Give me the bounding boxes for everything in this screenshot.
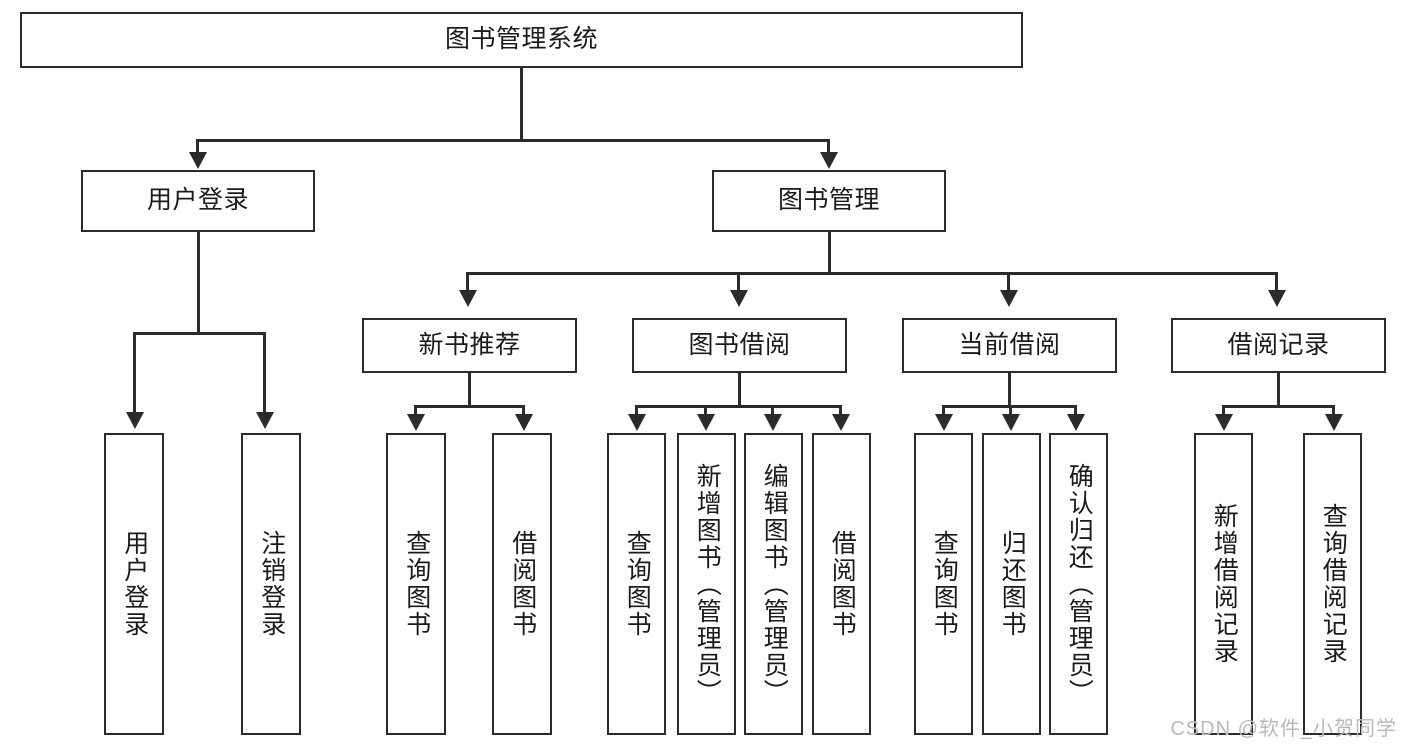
arrow-to-leaf-query-record bbox=[1325, 414, 1343, 431]
arrow-to-leaf-logout bbox=[256, 412, 274, 429]
leaf-query-borrow-record[interactable]: 查询借阅记录 bbox=[1303, 433, 1362, 735]
connector-borrow-record-bus bbox=[1222, 405, 1335, 408]
connector-cb-drop-2 bbox=[1009, 405, 1012, 417]
arrow-to-leaf-borrow-book-1 bbox=[515, 414, 533, 431]
leaf-borrow-book-recommend[interactable]: 借阅图书 bbox=[492, 433, 552, 735]
connector-bb-drop-3 bbox=[771, 405, 774, 417]
node-borrow-record[interactable]: 借阅记录 bbox=[1171, 318, 1386, 373]
node-root-book-management-system[interactable]: 图书管理系统 bbox=[20, 12, 1023, 68]
node-label: 借阅记录 bbox=[1227, 330, 1330, 359]
connector-new-book-recommend-stem bbox=[468, 373, 471, 407]
node-current-borrow[interactable]: 当前借阅 bbox=[902, 318, 1117, 373]
node-label: 注销登录 bbox=[257, 530, 286, 638]
leaf-query-book-borrow[interactable]: 查询图书 bbox=[607, 433, 666, 735]
arrow-to-leaf-confirm-return bbox=[1067, 414, 1085, 431]
node-label: 用户登录 bbox=[146, 186, 249, 215]
arrow-to-user-login bbox=[189, 152, 207, 169]
connector-new-book-recommend-bus bbox=[414, 405, 525, 408]
connector-user-login-drop-2 bbox=[263, 332, 266, 414]
connector-cb-drop-3 bbox=[1074, 405, 1077, 417]
connector-level3-drop-1 bbox=[466, 272, 469, 292]
connector-level2-bus bbox=[196, 139, 830, 142]
connector-book-borrow-bus bbox=[635, 405, 842, 408]
connector-level3-bus bbox=[466, 272, 1278, 275]
connector-user-login-bus bbox=[133, 332, 266, 335]
node-label: 图书管理系统 bbox=[444, 25, 598, 54]
node-label: 查询图书 bbox=[623, 530, 652, 638]
node-label: 借阅图书 bbox=[508, 530, 537, 638]
arrow-to-new-book-recommend bbox=[459, 290, 477, 307]
arrow-to-leaf-borrow-book-2 bbox=[832, 414, 850, 431]
connector-book-management-stem bbox=[828, 232, 831, 274]
leaf-confirm-return-admin[interactable]: 确认归还（管理员） bbox=[1049, 433, 1108, 735]
leaf-add-borrow-record[interactable]: 新增借阅记录 bbox=[1194, 433, 1253, 735]
node-label: 新增图书（管理员） bbox=[693, 462, 722, 706]
arrow-to-leaf-query-book-2 bbox=[628, 414, 646, 431]
connector-current-borrow-stem bbox=[1008, 373, 1011, 407]
node-label: 新增借阅记录 bbox=[1210, 503, 1239, 665]
arrow-to-current-borrow bbox=[1000, 290, 1018, 307]
leaf-query-book-current[interactable]: 查询图书 bbox=[914, 433, 973, 735]
connector-br-drop-2 bbox=[1332, 405, 1335, 417]
connector-book-borrow-stem bbox=[738, 373, 741, 407]
leaf-borrow-book[interactable]: 借阅图书 bbox=[812, 433, 871, 735]
arrow-to-leaf-user-login bbox=[126, 412, 144, 429]
arrow-to-leaf-return-book bbox=[1002, 414, 1020, 431]
arrow-to-book-borrow bbox=[730, 290, 748, 307]
node-label: 借阅图书 bbox=[828, 530, 857, 638]
connector-level3-drop-4 bbox=[1275, 272, 1278, 292]
connector-nbr-drop-1 bbox=[414, 405, 417, 417]
watermark: CSDN @软件_小贺同学 bbox=[1170, 718, 1397, 740]
arrow-to-leaf-add-record bbox=[1215, 414, 1233, 431]
connector-user-login-stem bbox=[197, 232, 200, 334]
arrow-to-leaf-query-book-1 bbox=[407, 414, 425, 431]
connector-bb-drop-1 bbox=[635, 405, 638, 417]
connector-borrow-record-stem bbox=[1277, 373, 1280, 407]
leaf-add-book-admin[interactable]: 新增图书（管理员） bbox=[677, 433, 736, 735]
node-book-borrow[interactable]: 图书借阅 bbox=[632, 318, 847, 373]
arrow-to-leaf-query-book-3 bbox=[935, 414, 953, 431]
connector-bb-drop-2 bbox=[704, 405, 707, 417]
leaf-edit-book-admin[interactable]: 编辑图书（管理员） bbox=[744, 433, 803, 735]
arrow-to-leaf-edit-book bbox=[764, 414, 782, 431]
leaf-return-book[interactable]: 归还图书 bbox=[982, 433, 1041, 735]
node-label: 归还图书 bbox=[998, 530, 1027, 638]
node-label: 编辑图书（管理员） bbox=[760, 462, 789, 706]
connector-nbr-drop-2 bbox=[522, 405, 525, 417]
arrow-to-book-management bbox=[820, 152, 838, 169]
connector-bb-drop-4 bbox=[839, 405, 842, 417]
leaf-logout[interactable]: 注销登录 bbox=[241, 433, 301, 735]
node-label: 确认归还（管理员） bbox=[1065, 462, 1094, 706]
connector-cb-drop-1 bbox=[942, 405, 945, 417]
leaf-query-book-recommend[interactable]: 查询图书 bbox=[386, 433, 446, 735]
connector-level2-drop-book-management bbox=[827, 139, 830, 154]
node-book-management[interactable]: 图书管理 bbox=[712, 170, 946, 232]
leaf-user-login[interactable]: 用户登录 bbox=[104, 433, 164, 735]
node-label: 查询图书 bbox=[930, 530, 959, 638]
node-label: 查询图书 bbox=[402, 530, 431, 638]
connector-level3-drop-3 bbox=[1007, 272, 1010, 292]
node-new-book-recommend[interactable]: 新书推荐 bbox=[362, 318, 577, 373]
node-label: 用户登录 bbox=[120, 530, 149, 638]
node-label: 查询借阅记录 bbox=[1319, 503, 1348, 665]
connector-br-drop-1 bbox=[1222, 405, 1225, 417]
connector-root-stem bbox=[520, 68, 523, 141]
connector-level3-drop-2 bbox=[737, 272, 740, 292]
connector-user-login-drop-1 bbox=[133, 332, 136, 414]
node-label: 图书管理 bbox=[777, 186, 880, 215]
node-label: 图书借阅 bbox=[688, 330, 791, 359]
connector-level2-drop-user-login bbox=[196, 139, 199, 154]
arrow-to-borrow-record bbox=[1268, 290, 1286, 307]
node-label: 新书推荐 bbox=[418, 330, 521, 359]
node-user-login[interactable]: 用户登录 bbox=[81, 170, 315, 232]
arrow-to-leaf-add-book bbox=[697, 414, 715, 431]
node-label: 当前借阅 bbox=[958, 330, 1061, 359]
